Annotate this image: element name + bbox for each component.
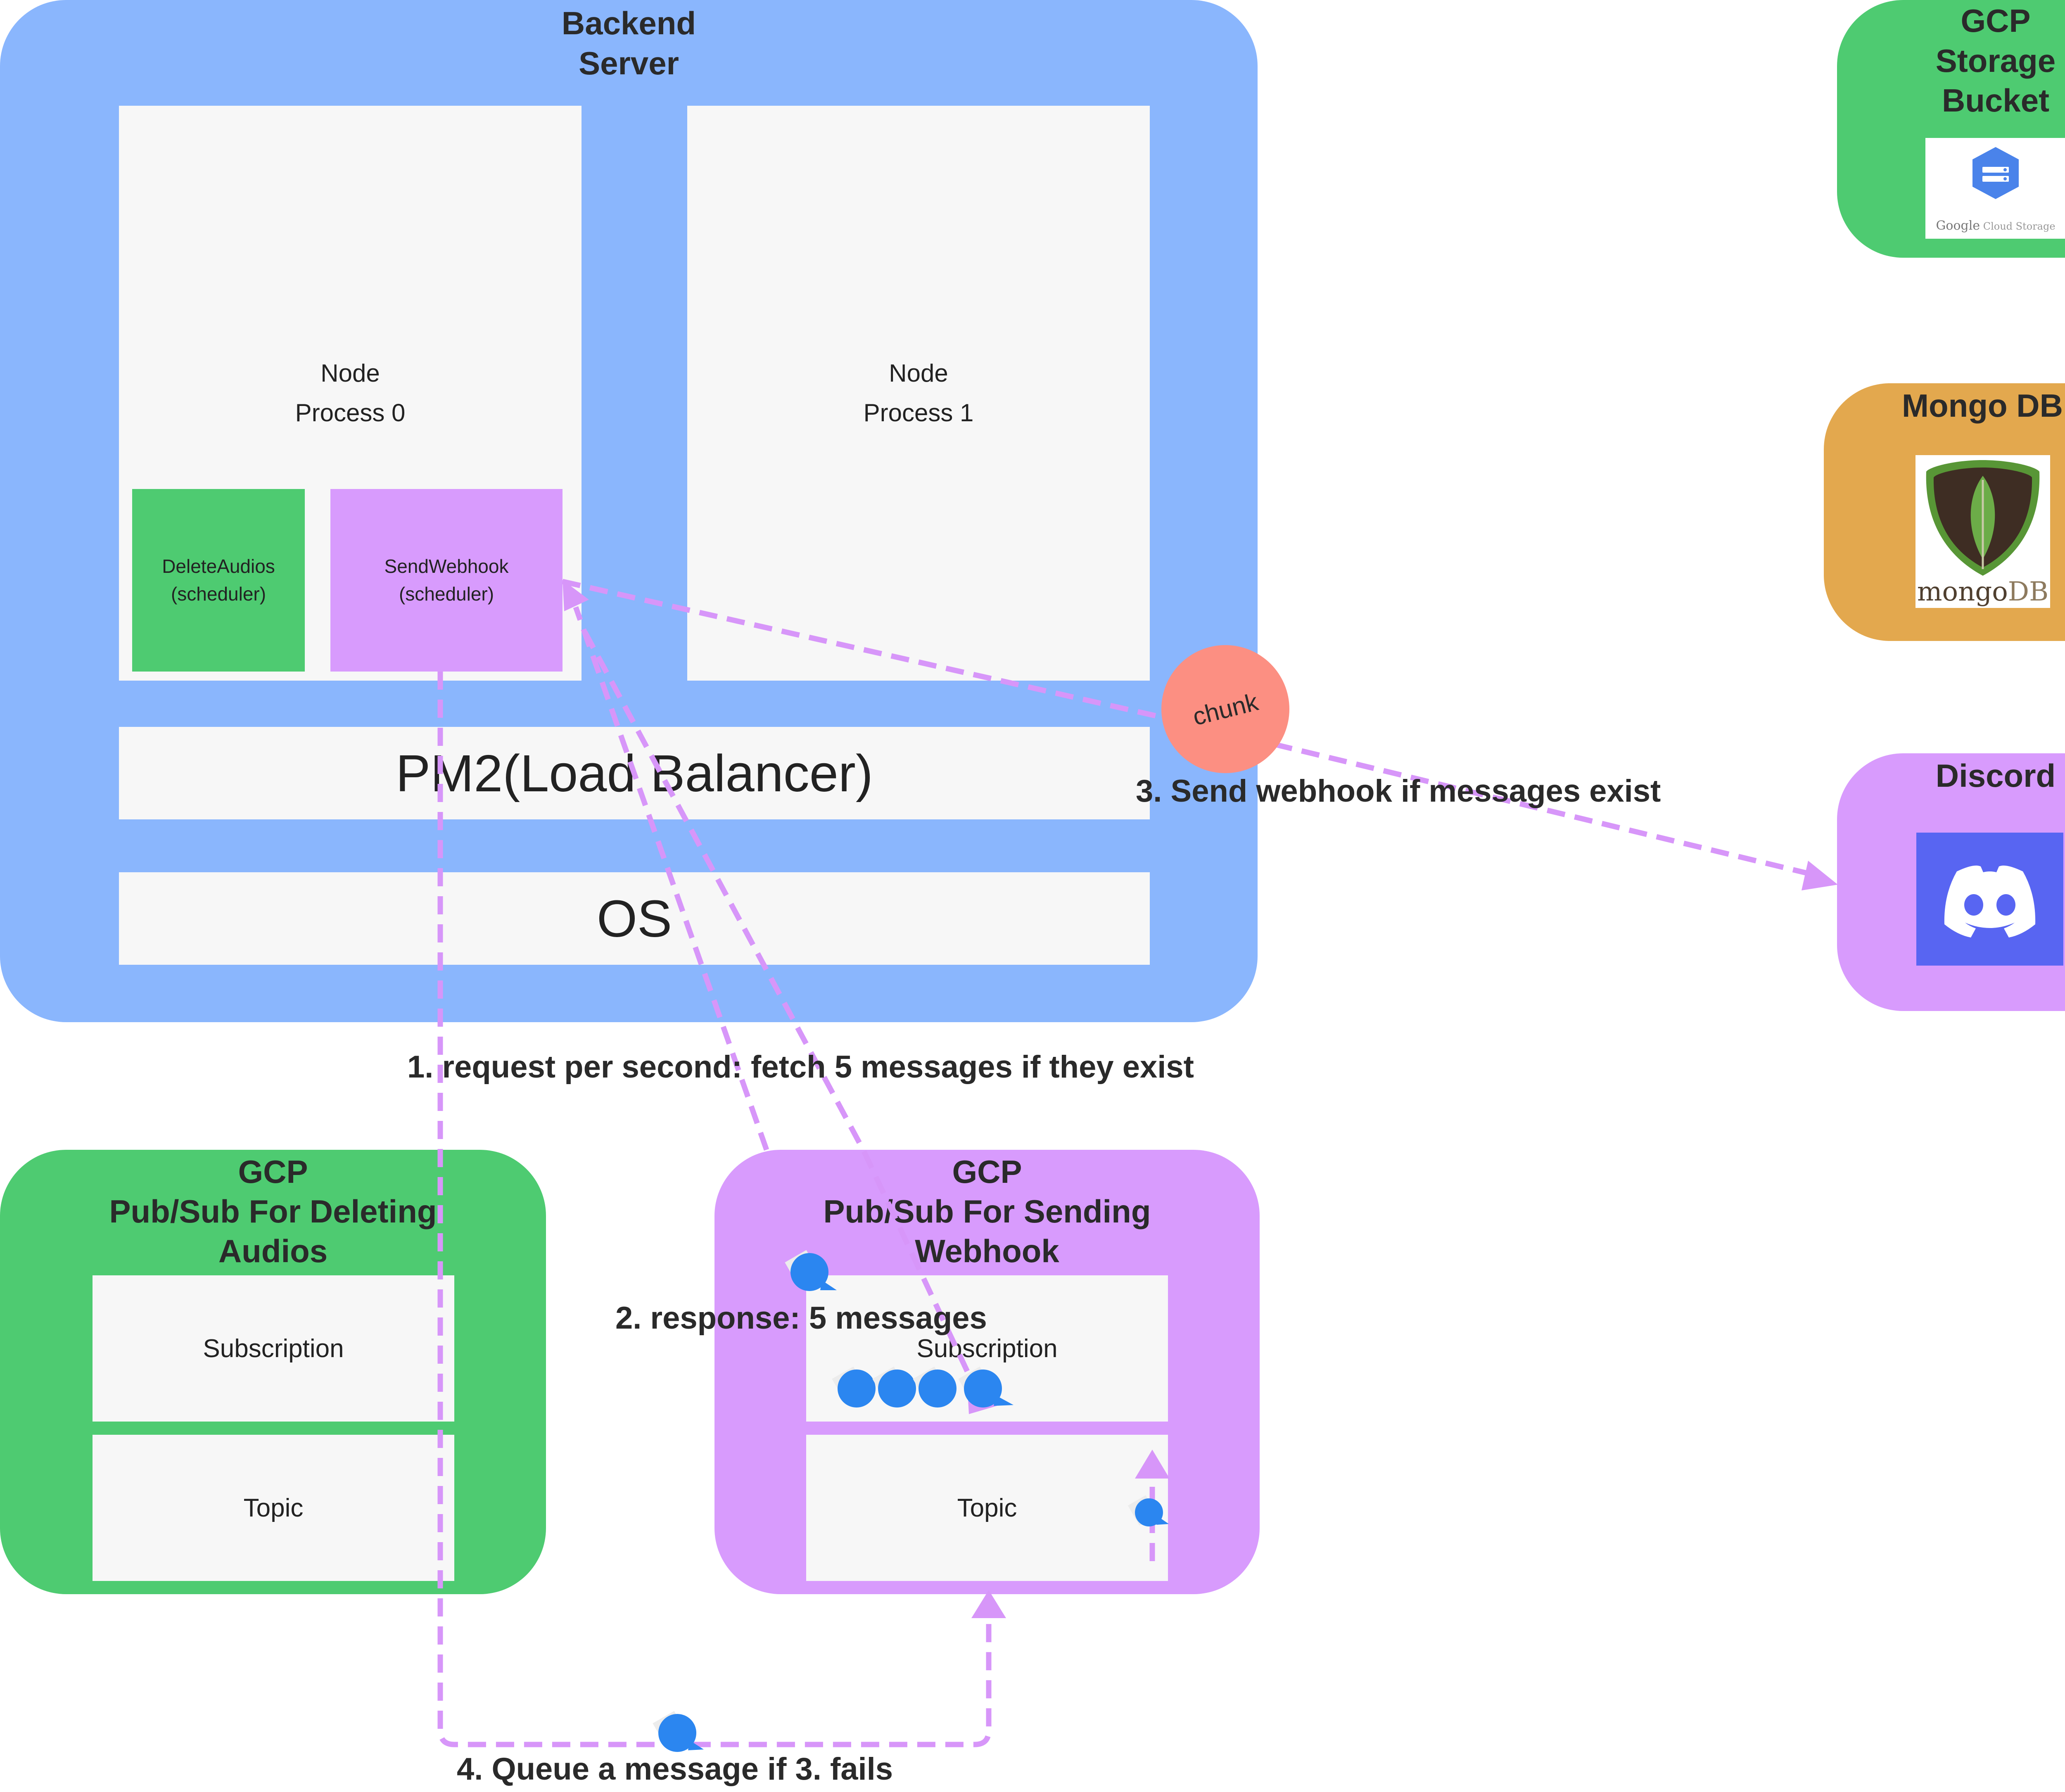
step4-label: 4. Queue a message if 3. fails (457, 1752, 893, 1787)
backend-server-title: Backend Server (561, 5, 696, 81)
os-layer[interactable]: OS (119, 872, 1150, 965)
pubsub-send-topic[interactable]: Topic (806, 1435, 1168, 1581)
pubsub-send-topic-label: Topic (957, 1493, 1017, 1522)
gcs-logo-rest: Cloud Storage (1980, 221, 2055, 232)
step1-label: 1. request per second: fetch 5 messages … (407, 1049, 1194, 1085)
discord-icon (1944, 865, 2036, 938)
svg-text:mongoDB: mongoDB (1917, 577, 2048, 607)
node-process-1-label: Node Process 1 (863, 359, 974, 427)
google-cloud-storage-logo: Google Cloud Storage (1925, 138, 2065, 239)
send-webhook-scheduler[interactable]: SendWebhook (scheduler) (330, 489, 563, 672)
arrowhead-send-webhook (1802, 861, 1838, 890)
pm2-load-balancer[interactable]: PM2(Load Balancer) (119, 727, 1150, 819)
svg-text:Google Cloud Storage: Google Cloud Storage (1936, 218, 2055, 233)
mongodb-leaf-icon: mongoDB (1917, 460, 2048, 607)
arrowhead-queue (971, 1590, 1006, 1618)
pubsub-delete-subscription[interactable]: Subscription (93, 1275, 454, 1422)
pubsub-delete-title: GCP Pub/Sub For Deleting Audios (109, 1154, 437, 1269)
chunk-node[interactable]: chunk (1161, 645, 1289, 773)
mongodb-logo-text-b: DB (2008, 577, 2048, 607)
mongodb-logo-text-a: mongo (1917, 577, 2008, 607)
os-label: OS (596, 889, 672, 948)
step3-label: 3. Send webhook if messages exist (1136, 774, 1661, 809)
gcp-storage-title: GCP Storage Bucket (1935, 2, 2056, 119)
chunk-label: chunk (1190, 688, 1261, 731)
gcs-logo-brand: Google (1936, 218, 1980, 233)
pubsub-delete-subscription-label: Subscription (203, 1334, 344, 1363)
pubsub-delete-topic[interactable]: Topic (93, 1435, 454, 1581)
discord-title: Discord (1935, 757, 2056, 794)
pubsub-send-subscription-label: Subscription (916, 1334, 1058, 1363)
pubsub-delete-topic-label: Topic (243, 1493, 304, 1522)
discord-logo (1916, 833, 2063, 966)
mongodb-logo: mongoDB (1915, 455, 2050, 608)
delete-audios-scheduler[interactable]: DeleteAudios (scheduler) (132, 489, 305, 672)
step2-label: 2. response: 5 messages (615, 1301, 987, 1336)
node-process-1[interactable]: Node Process 1 (687, 106, 1150, 681)
pubsub-send-title: GCP Pub/Sub For Sending Webhook (823, 1154, 1151, 1269)
mongo-db-title: Mongo DB (1902, 387, 2063, 424)
send-webhook-label: SendWebhook (scheduler) (384, 555, 509, 605)
node-process-0-label: Node Process 0 (295, 359, 406, 427)
pubsub-send-subscription[interactable]: Subscription (806, 1275, 1168, 1422)
pm2-label: PM2(Load Balancer) (396, 744, 873, 802)
cloud-storage-icon: Google Cloud Storage (1936, 147, 2056, 233)
delete-audios-label: DeleteAudios (scheduler) (162, 555, 275, 605)
